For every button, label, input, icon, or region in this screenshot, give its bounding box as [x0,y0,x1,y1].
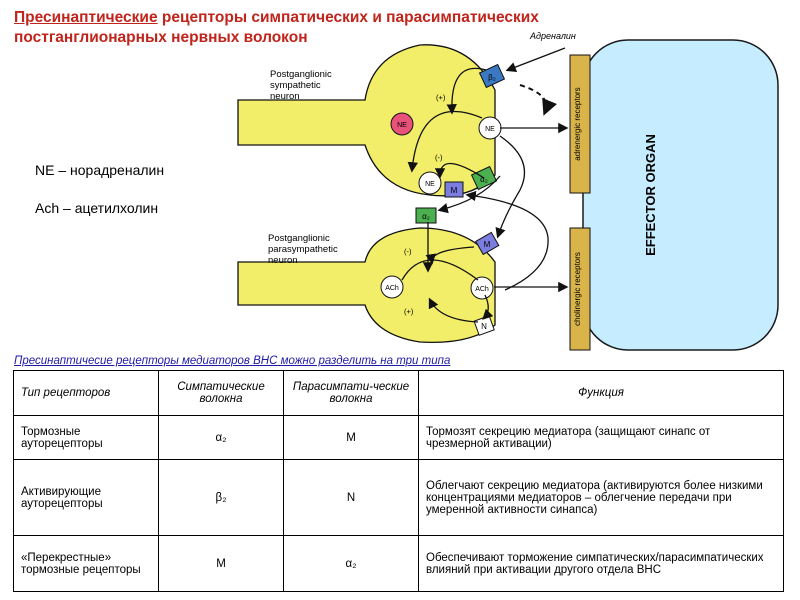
parasympathetic-minus-sign: (-) [404,247,412,256]
sympathetic-neuron-body [237,44,496,197]
title-rest: рецепторы симпатических и парасимпатичес… [14,9,539,46]
alpha2-receptor-sympathetic-label: α₂ [480,175,488,184]
cholinergic-receptor-bar [569,227,591,351]
header-function: Функция [418,370,784,416]
header-sympathetic: Симпатические волокна [158,370,284,416]
ne-vesicle-release-label: NE [485,126,495,133]
cell-type: Активирующие ауторецепторы [13,459,159,536]
arrow-n-facilitate [428,297,479,323]
ne-vesicle-lower-label: NE [425,181,435,188]
adrenergic-receptor-bar [569,54,591,194]
table-header-row: Тип рецепторов Симпатические волокна Пар… [13,370,784,416]
alpha2-receptor-parasympathetic-label: α₂ [422,212,430,221]
arrow-dashed-adrenaline [519,84,557,116]
parasympathetic-neuron-label-3: neuron [268,255,298,266]
cell-function: Обеспечивают торможение симпатических/па… [418,535,784,592]
m-receptor-parasympathetic-label: M [484,240,491,249]
ach-vesicle-release [470,276,494,300]
parasympathetic-plus-sign: (+) [404,307,414,316]
sympathetic-neuron-label-2: sympathetic [270,80,321,91]
cell-sympathetic: α₂ [158,415,284,460]
ach-vesicle-inner-label: ACh [385,285,399,292]
arrow-ach-to-n [482,294,494,320]
cell-function: Облегчают секрецию медиатора (активируют… [418,459,784,536]
arrow-ne-recycle [407,110,483,173]
legend-ach: Ach – ацетилхолин [35,200,159,216]
header-type: Тип рецепторов [13,370,159,416]
effector-organ-label: EFFECTOR ORGAN [643,134,658,256]
cell-sympathetic: β₂ [158,459,284,536]
cell-parasympathetic: α₂ [283,535,419,592]
m-receptor-sympathetic [444,181,464,198]
title-underlined: Пресинаптические [14,9,158,26]
cholinergic-receptors-label: cholinergic receptors [573,252,582,326]
alpha2-receptor-parasympathetic [415,207,437,224]
page-title: Пресинаптические рецепторы симпатических… [14,8,634,48]
synapse-diagram: EFFECTOR ORGAN adrenergic receptors chol… [237,31,779,351]
table-row: Активирующие ауторецепторы β₂ N Облегчаю… [13,459,784,536]
ne-vesicle-pink-label: NE [397,122,407,129]
sympathetic-neuron-label-3: neuron [270,91,300,102]
sympathetic-plus-sign: (+) [436,93,446,102]
ne-vesicle-pink [390,112,414,136]
legend-ne: NE – норадреналин [35,162,165,178]
arrow-adrenaline [505,47,566,73]
table-row: Тормозные ауторецепторы α₂ M Тормозят се… [13,415,784,460]
parasympathetic-neuron-label-2: parasympathetic [268,244,338,255]
effector-organ [582,39,779,351]
n-receptor-box [473,315,495,336]
arrow-ach-loop-upper [401,259,479,281]
m-receptor-parasympathetic [475,231,500,256]
arrow-ach-to-m-sympathetic [465,190,549,291]
receptor-table: Тип рецепторов Симпатические волокна Пар… [13,370,784,592]
arrow-ne-to-alpha2-para [437,175,501,214]
cell-function: Тормозят секрецию медиатора (защищают си… [418,415,784,460]
sympathetic-minus-sign: (-) [435,153,443,162]
adrenaline-label: Адреналин [529,31,576,41]
ach-vesicle-inner [380,275,404,299]
parasympathetic-neuron-label-1: Postganglionic [268,233,330,244]
adrenergic-receptors-label: adrenergic receptors [573,87,582,160]
table-row: «Перекрестные» тормозные рецепторы M α₂ … [13,535,784,592]
sympathetic-neuron-label-1: Postganglionic [270,69,332,80]
n-receptor-label: N [481,322,487,331]
arrow-beta2-feedback [446,67,487,115]
m-receptor-sympathetic-label: M [451,186,458,195]
beta2-receptor-label: β₂ [488,73,496,82]
ach-vesicle-release-label: ACh [475,286,489,293]
table-caption: Пресинаптичесие рецепторы медиаторов ВНС… [14,355,451,367]
arrow-ne-to-m-para [495,135,526,239]
cell-parasympathetic: M [283,415,419,460]
header-parasympathetic: Парасимпати-ческие волокна [283,370,419,416]
cell-sympathetic: M [158,535,284,592]
cell-type: «Перекрестные» тормозные рецепторы [13,535,159,592]
arrow-alpha2-inhibit [434,162,485,179]
cell-type: Тормозные ауторецепторы [13,415,159,460]
cell-parasympathetic: N [283,459,419,536]
